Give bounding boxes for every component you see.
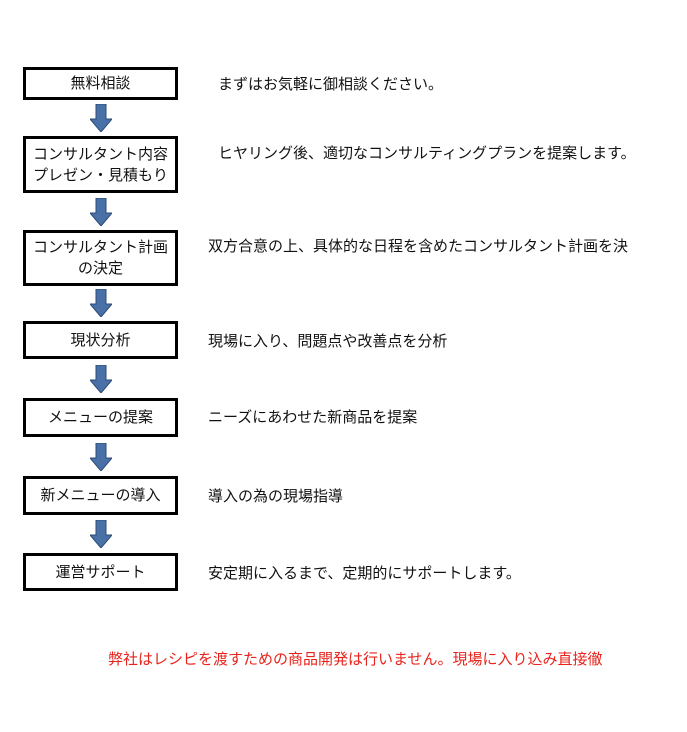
step-5-description: ニーズにあわせた新商品を提案 <box>208 408 418 426</box>
step-3-label-line-1: コンサルタント計画 <box>32 238 168 256</box>
step-2-label-line-1: コンサルタント内容 <box>32 144 168 163</box>
step-1-description: まずはお気軽に御相談ください。 <box>218 75 444 93</box>
flow-arrow-6-icon <box>90 520 112 548</box>
flow-arrow-4-icon <box>90 365 112 393</box>
step-3-description: 双方合意の上、具体的な日程を含めたコンサルタント計画を決 <box>208 237 629 255</box>
step-2-label-line-2: プレゼン・見積もり <box>32 165 168 184</box>
disclaimer-note: 弊社はレシピを渡すための商品開発は行いません。現場に入り込み直接徹 <box>108 650 603 668</box>
step-7-box: 運営サポート <box>23 553 178 591</box>
step-4-box: 現状分析 <box>23 321 178 359</box>
step-7-description: 安定期に入るまで、定期的にサポートします。 <box>208 564 521 582</box>
flow-arrow-5-icon <box>90 443 112 471</box>
step-2-box: コンサルタント内容 プレゼン・見積もり <box>23 136 178 193</box>
step-6-label: 新メニューの導入 <box>40 486 161 504</box>
step-4-description: 現場に入り、問題点や改善点を分析 <box>208 332 448 350</box>
step-7-label: 運営サポート <box>55 562 146 581</box>
step-6-description: 導入の為の現場指導 <box>208 487 344 505</box>
step-4-label: 現状分析 <box>70 330 131 349</box>
step-1-label: 無料相談 <box>70 74 131 92</box>
step-2-description: ヒヤリング後、適切なコンサルティングプランを提案します。 <box>218 144 636 162</box>
flow-arrow-2-icon <box>90 198 112 226</box>
step-3-box: コンサルタント計画 の決定 <box>23 230 178 286</box>
step-5-label: メニューの提案 <box>47 408 153 426</box>
step-3-label-line-2: の決定 <box>77 259 123 277</box>
step-5-box: メニューの提案 <box>23 398 178 437</box>
step-6-box: 新メニューの導入 <box>23 476 178 515</box>
flow-arrow-1-icon <box>90 104 112 132</box>
step-1-box: 無料相談 <box>23 67 178 100</box>
flow-arrow-3-icon <box>90 289 112 317</box>
